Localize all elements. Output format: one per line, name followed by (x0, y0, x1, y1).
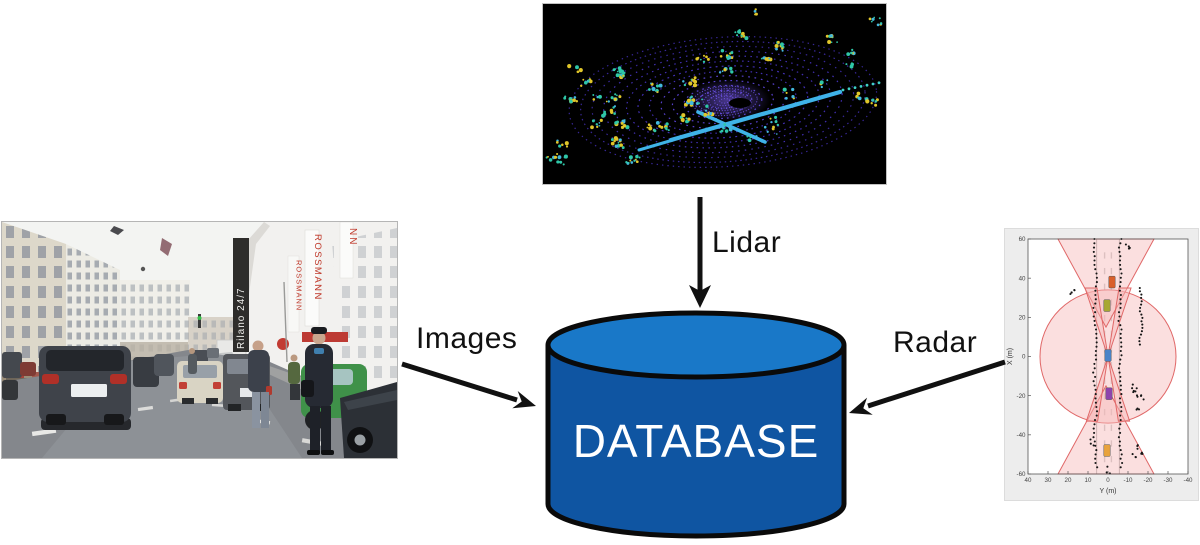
rilano-sign-text: Rilano 24/7 (236, 287, 247, 349)
rossmann-banner-3 (339, 222, 354, 279)
radar-plot: 40 30 20 10 0 -10 -20 -30 -40 60 40 20 0 -20 -40 -60 Y (… (1004, 228, 1199, 501)
radar-vehicle (1104, 349, 1112, 362)
radar-vehicle (1103, 444, 1111, 457)
svg-text:-40: -40 (1184, 477, 1194, 484)
svg-text:10: 10 (1085, 477, 1092, 484)
radar-vehicle (1105, 387, 1113, 400)
svg-text:-20: -20 (1144, 477, 1154, 484)
camera-image-scene: Rilano 24/7 ROSSMANN ROSSMANN NN (2, 222, 397, 458)
lidar-image (542, 3, 887, 185)
pedestrian-far (188, 348, 197, 374)
mid-cars (133, 348, 219, 387)
lidar-clusters (545, 8, 883, 166)
cylinder-top (545, 310, 847, 380)
pedestrian-crossing (248, 340, 272, 428)
svg-text:-60: -60 (1017, 471, 1027, 478)
svg-text:20: 20 (1019, 315, 1026, 322)
radar-vehicle (1108, 275, 1116, 289)
database-cylinder: DATABASE (545, 310, 847, 539)
officer (301, 327, 334, 455)
dark-suv (39, 346, 131, 430)
traffic-light-pole (198, 314, 201, 328)
svg-text:30: 30 (1045, 477, 1052, 484)
radar-detections (1069, 237, 1145, 475)
images-arrow (401, 361, 536, 409)
radar-ylabel: X (m) (1007, 348, 1014, 365)
rossmann-sign-partial: NN (347, 228, 358, 246)
svg-text:60: 60 (1019, 236, 1026, 243)
camera-image: Rilano 24/7 ROSSMANN ROSSMANN NN (1, 221, 398, 459)
radar-axes: 40 30 20 10 0 -10 -20 -30 -40 60 40 20 0 -20 -40 -60 Y (… (1007, 236, 1193, 495)
rossmann-sign-text: ROSSMANN (312, 234, 323, 301)
svg-text:-10: -10 (1124, 477, 1134, 484)
rossmann-banner-2 (287, 255, 300, 333)
svg-text:20: 20 (1065, 477, 1072, 484)
lidar-arrow (689, 197, 711, 308)
lidar-label: Lidar (712, 226, 782, 259)
radar-plot-figure: 40 30 20 10 0 -10 -20 -30 -40 60 40 20 0 -20 -40 -60 Y (… (1005, 229, 1198, 500)
lidar-pointcloud (543, 4, 886, 184)
radar-vehicle (1103, 299, 1111, 312)
dark-sedan (340, 382, 397, 458)
database-label: DATABASE (573, 415, 820, 467)
lidar-beam (668, 89, 843, 143)
rossmann-sign-text-2: ROSSMANN (295, 260, 304, 311)
lamp-pole (283, 281, 288, 363)
ego-vehicle-shadow (729, 98, 751, 108)
sky-objects (110, 226, 202, 328)
svg-text:0: 0 (1106, 477, 1110, 484)
radar-vehicles (1103, 275, 1116, 457)
radar-arrow (849, 359, 1006, 415)
svg-text:-40: -40 (1017, 432, 1027, 439)
svg-text:0: 0 (1022, 354, 1026, 361)
radar-xlabel: Y (m) (1100, 488, 1117, 495)
svg-text:40: 40 (1025, 477, 1032, 484)
left-edge-cars (2, 352, 36, 400)
traffic-light-green (197, 316, 202, 320)
svg-text:40: 40 (1019, 275, 1026, 282)
images-label: Images (416, 322, 518, 355)
arrows (401, 197, 1006, 415)
svg-text:-30: -30 (1164, 477, 1174, 484)
pedestrian-small (288, 354, 300, 400)
rilano-sign (233, 238, 249, 352)
rossmann-banner (304, 229, 320, 327)
cylinder-body (545, 345, 847, 539)
svg-text:-20: -20 (1017, 393, 1027, 400)
radar-label: Radar (893, 326, 978, 359)
